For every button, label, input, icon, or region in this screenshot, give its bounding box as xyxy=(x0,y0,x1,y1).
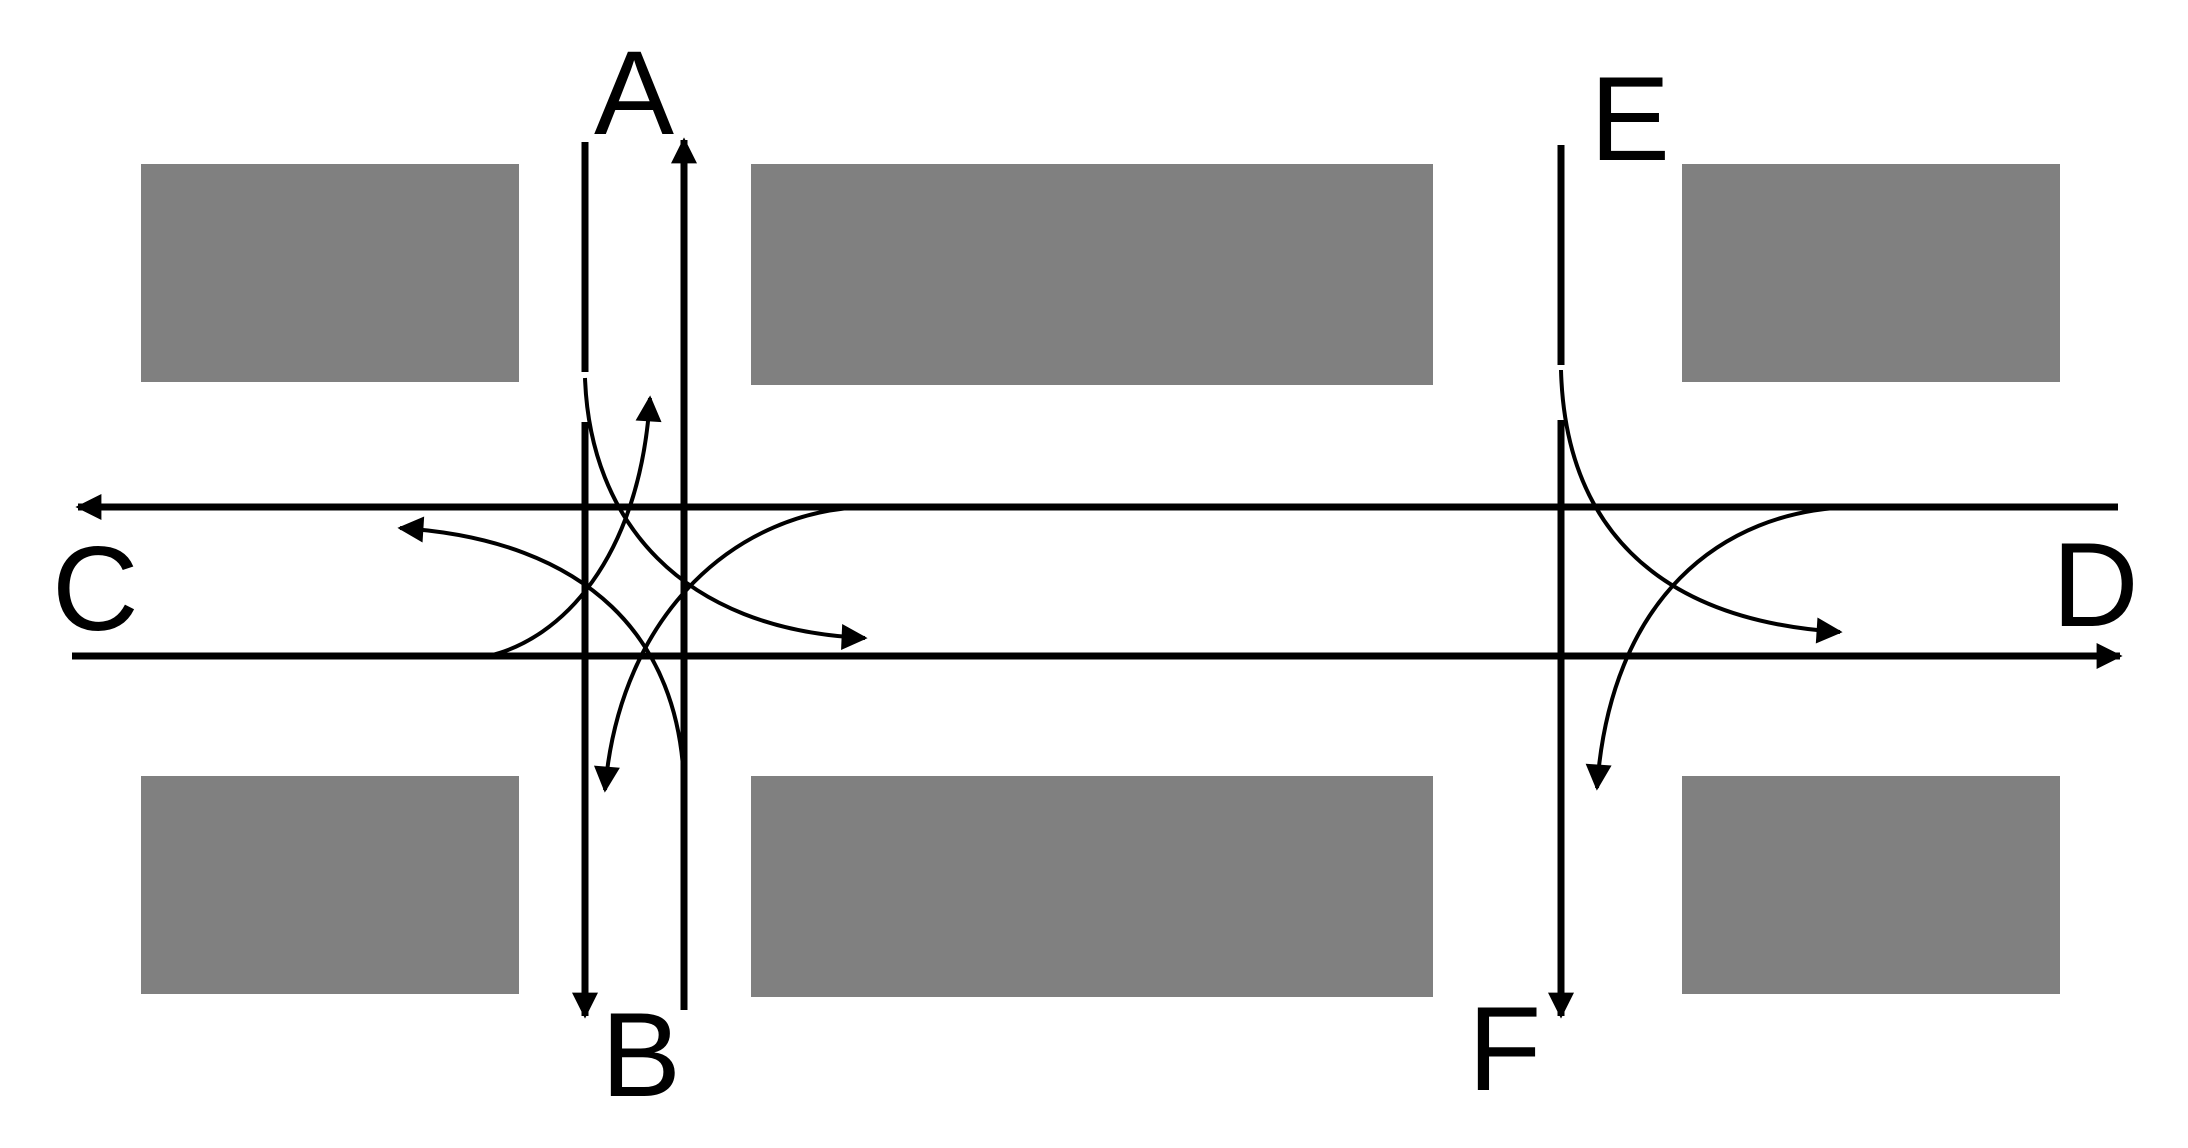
block-bottom-left xyxy=(141,776,519,994)
city-blocks xyxy=(141,164,2060,997)
label-e: E xyxy=(1590,52,1670,186)
turn-c-to-a xyxy=(487,395,662,658)
label-d: D xyxy=(2052,518,2139,652)
turn-e-to-d xyxy=(1559,369,1843,644)
label-c: C xyxy=(52,522,139,656)
left-vertical-lanes xyxy=(572,137,697,1019)
horizontal-lanes xyxy=(72,494,2123,669)
label-f: F xyxy=(1468,982,1541,1116)
turn-d-to-b xyxy=(594,505,867,793)
block-bottom-right xyxy=(1682,776,2060,994)
endpoint-labels: A B C D E F xyxy=(52,26,2139,1122)
left-turn-curves xyxy=(397,377,868,793)
block-top-middle xyxy=(751,164,1433,385)
turn-d-to-f xyxy=(1585,505,1854,791)
right-turn-curves xyxy=(1559,369,1854,791)
block-top-right xyxy=(1682,164,2060,382)
label-a: A xyxy=(594,26,674,160)
block-bottom-middle xyxy=(751,776,1433,997)
block-top-left xyxy=(141,164,519,382)
turn-a-to-d xyxy=(583,377,868,650)
label-b: B xyxy=(601,988,681,1122)
turn-b-to-c xyxy=(397,516,686,786)
